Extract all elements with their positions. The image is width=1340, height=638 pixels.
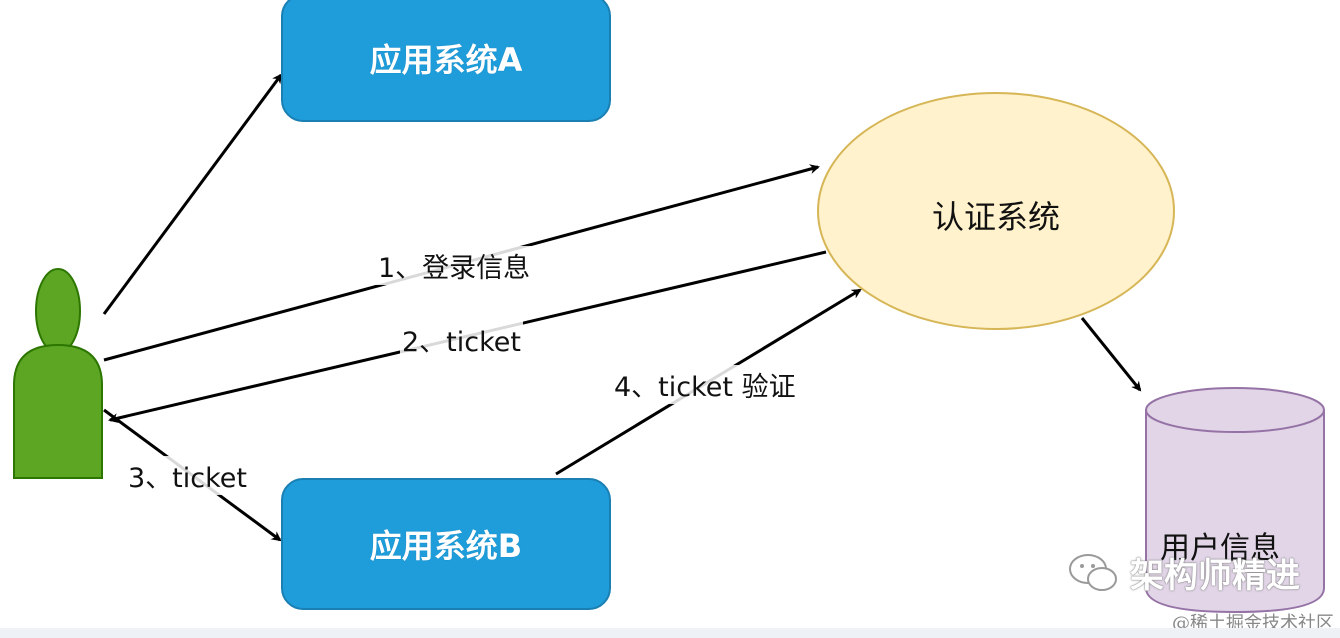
- wechat-icon: [1066, 549, 1122, 597]
- footer-strip: [0, 628, 1340, 638]
- edge-label-ticket-verify: 4、ticket 验证: [612, 365, 798, 404]
- app-system-b-node: 应用系统B: [281, 478, 611, 610]
- edge-label-login: 1、登录信息: [376, 246, 533, 285]
- edge-user-to-app-a: [102, 73, 283, 315]
- app-system-a-label: 应用系统A: [369, 41, 523, 79]
- wechat-watermark: 架构师精进: [1066, 548, 1300, 597]
- user-info-label: 用户信息: [1160, 531, 1280, 566]
- user-info-database: [1145, 387, 1325, 614]
- app-system-a-node: 应用系统A: [281, 0, 611, 122]
- user-actor-icon: [13, 268, 103, 479]
- auth-system-node: [817, 92, 1175, 330]
- app-system-b-label: 应用系统B: [369, 527, 523, 565]
- edge-auth-to-db: [1080, 317, 1142, 392]
- auth-system-label: 认证系统: [932, 198, 1061, 236]
- edge-label-ticket-forward: 3、ticket: [126, 456, 249, 495]
- wechat-account-name: 架构师精进: [1130, 556, 1300, 596]
- edge-label-ticket-return: 2、ticket: [400, 320, 523, 359]
